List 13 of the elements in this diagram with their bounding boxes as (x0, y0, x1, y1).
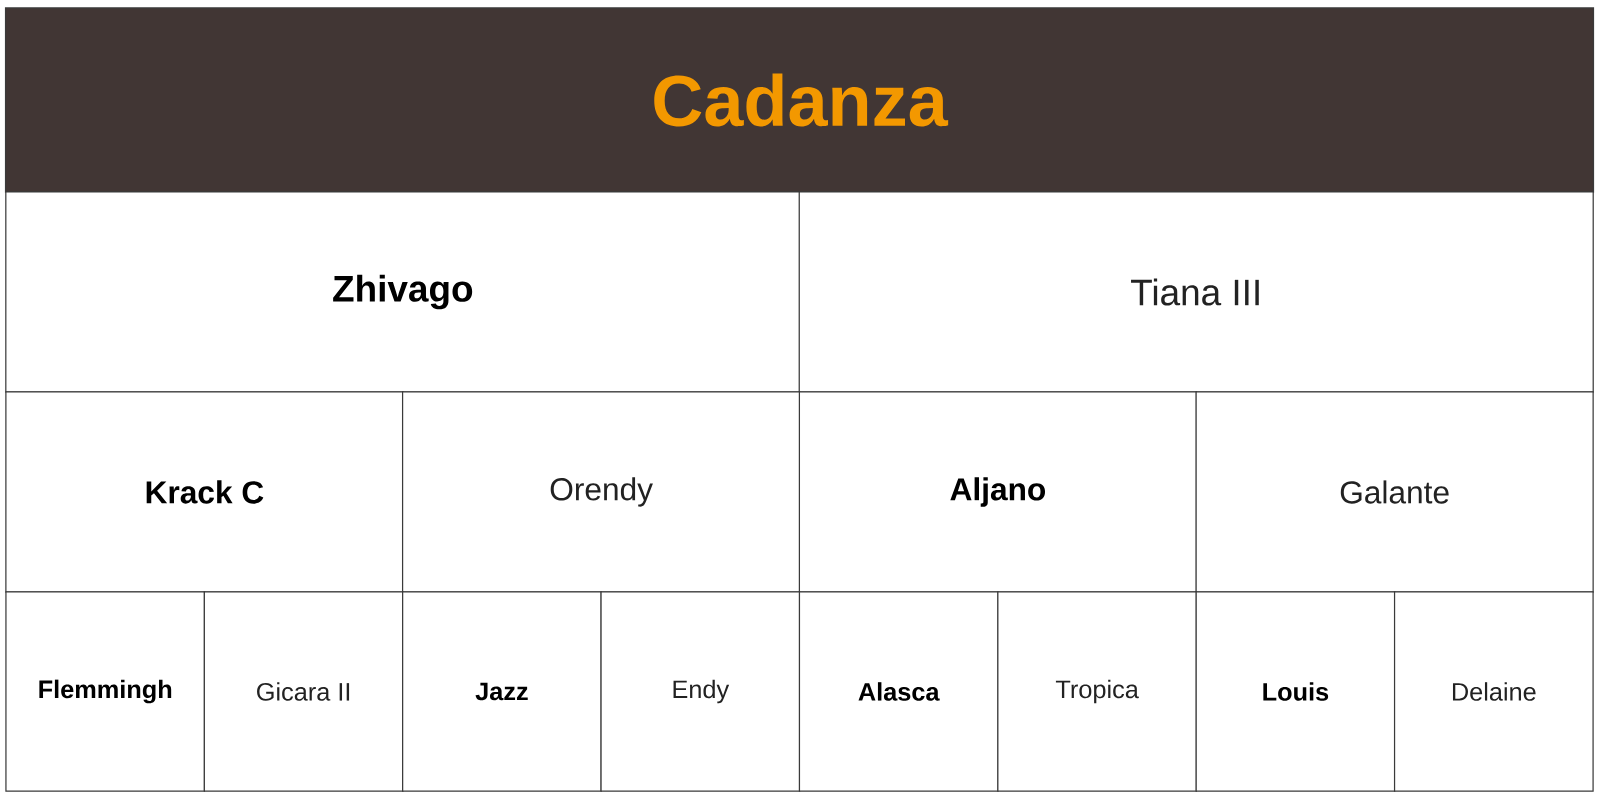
pedigree-cell: Tiana III (798, 191, 1594, 393)
pedigree-cell: Jazz (402, 591, 602, 792)
header-band: Cadanza (4, 7, 1595, 193)
pedigree-cell: Alasca (798, 591, 999, 792)
pedigree-cell: Delaine (1393, 591, 1594, 792)
pedigree-cell: Louis (1195, 591, 1396, 792)
pedigree-cell: Gicara II (203, 591, 404, 792)
pedigree-cell: Endy (600, 591, 801, 792)
pedigree-cell: Krack C (5, 391, 404, 593)
pedigree-cell: Tropica (997, 591, 1197, 792)
pedigree-cell: Flemmingh (5, 591, 206, 792)
pedigree-cell: Galante (1195, 391, 1594, 593)
pedigree-cell: Zhivago (5, 191, 801, 393)
